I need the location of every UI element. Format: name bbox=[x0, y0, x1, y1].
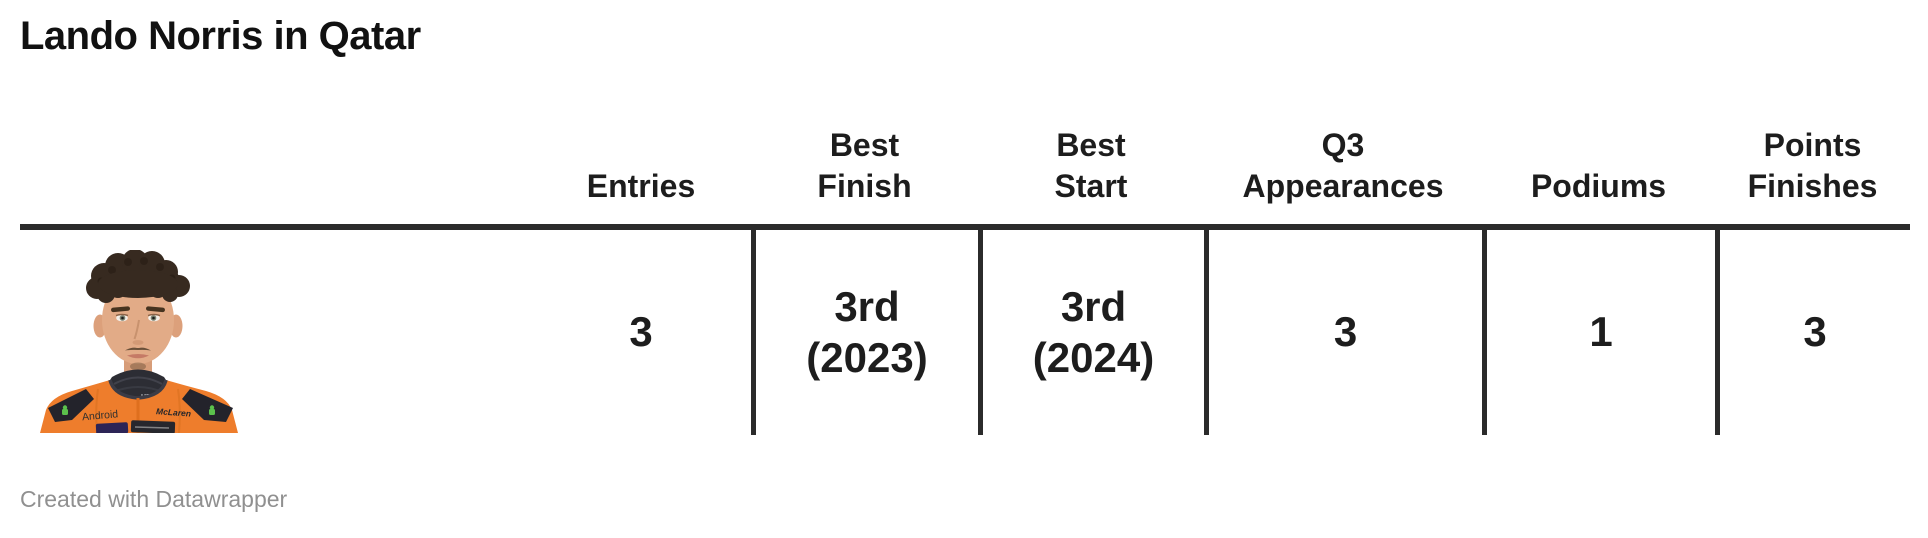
driver-photo: HP bbox=[40, 250, 238, 433]
header-cell-points-finishes: Points Finishes bbox=[1747, 126, 1878, 205]
table-header-row: Entries Best Finish Best Start Q3 Appear… bbox=[20, 80, 1910, 224]
header-cell-best-start: Best Start bbox=[1054, 126, 1128, 205]
attribution-footer: Created with Datawrapper bbox=[20, 486, 288, 512]
android-logo-text: Android bbox=[82, 408, 119, 423]
header-cell-entries: Entries bbox=[586, 168, 696, 205]
cell-entries: 3 bbox=[629, 308, 653, 356]
table-row: HP bbox=[20, 230, 1910, 435]
header-cell-photo bbox=[20, 80, 531, 224]
header-cell-best-finish: Best Finish bbox=[817, 126, 912, 205]
cell-driver-photo: HP bbox=[20, 230, 531, 435]
cell-best-finish: 3rd (2023) bbox=[751, 230, 978, 435]
mclaren-logo-text: McLaren bbox=[156, 406, 192, 418]
page-title: Lando Norris in Qatar bbox=[20, 14, 421, 58]
cell-podiums: 1 bbox=[1482, 230, 1715, 435]
cell-q3-appearances: 3 bbox=[1204, 230, 1482, 435]
cell-points-finishes: 3 bbox=[1715, 230, 1910, 435]
header-rule bbox=[20, 224, 1910, 230]
cell-best-start: 3rd (2024) bbox=[978, 230, 1204, 435]
header-cell-q3-appearances: Q3 Appearances bbox=[1242, 126, 1444, 205]
header-cell-podiums: Podiums bbox=[1530, 168, 1667, 205]
